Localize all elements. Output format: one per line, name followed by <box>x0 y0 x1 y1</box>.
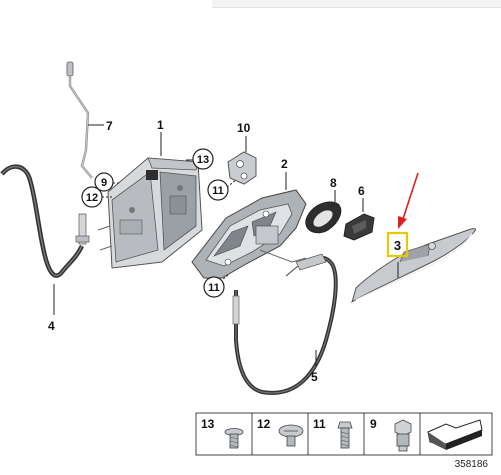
callout-5: 5 <box>311 370 318 384</box>
callout-11-marker-upper <box>207 179 237 201</box>
callout-10: 10 <box>237 121 251 135</box>
callout-7: 7 <box>106 119 113 133</box>
callout-13-marker <box>186 148 214 170</box>
document-number: 358186 <box>455 459 489 470</box>
part-10-bracket <box>227 136 257 185</box>
part-7-rod <box>66 61 104 179</box>
callout-3: 3 <box>394 238 401 253</box>
screw-flat-head-icon <box>224 428 244 449</box>
callout-9: 9 <box>101 177 107 189</box>
callout-12-marker <box>81 186 114 208</box>
part-3-handle <box>351 228 477 304</box>
callout-8: 8 <box>330 176 337 190</box>
callout-12: 12 <box>86 192 98 204</box>
red-pointer-arrow <box>398 172 419 229</box>
callout-9-marker <box>94 172 120 192</box>
callout-11-upper: 11 <box>212 185 224 197</box>
screw-hex-head-icon <box>337 421 353 449</box>
callout-3-highlight <box>386 231 409 258</box>
callout-1: 1 <box>157 118 164 132</box>
part-1-lock <box>97 132 203 269</box>
callout-11-lower: 11 <box>208 282 220 294</box>
top-strip <box>212 0 501 8</box>
part-2-carrier <box>191 172 307 279</box>
part-5-cable <box>232 253 338 395</box>
part-6-cap <box>343 198 375 241</box>
legend-num-12: 12 <box>257 417 271 431</box>
legend-num-11: 11 <box>313 417 326 431</box>
legend-num-9: 9 <box>370 417 377 431</box>
callout-11-marker-lower <box>203 274 229 298</box>
part-8-gasket <box>305 190 342 234</box>
callout-13: 13 <box>197 154 209 166</box>
bolt-hex-sleeve-icon <box>394 419 412 452</box>
legend-num-13: 13 <box>201 417 215 431</box>
callout-4: 4 <box>48 319 55 333</box>
part-4-cable <box>0 164 90 315</box>
callout-2: 2 <box>281 157 288 171</box>
screw-round-head-icon <box>278 424 304 447</box>
catalog-arrow-icon <box>427 419 483 450</box>
callout-6: 6 <box>358 184 365 198</box>
